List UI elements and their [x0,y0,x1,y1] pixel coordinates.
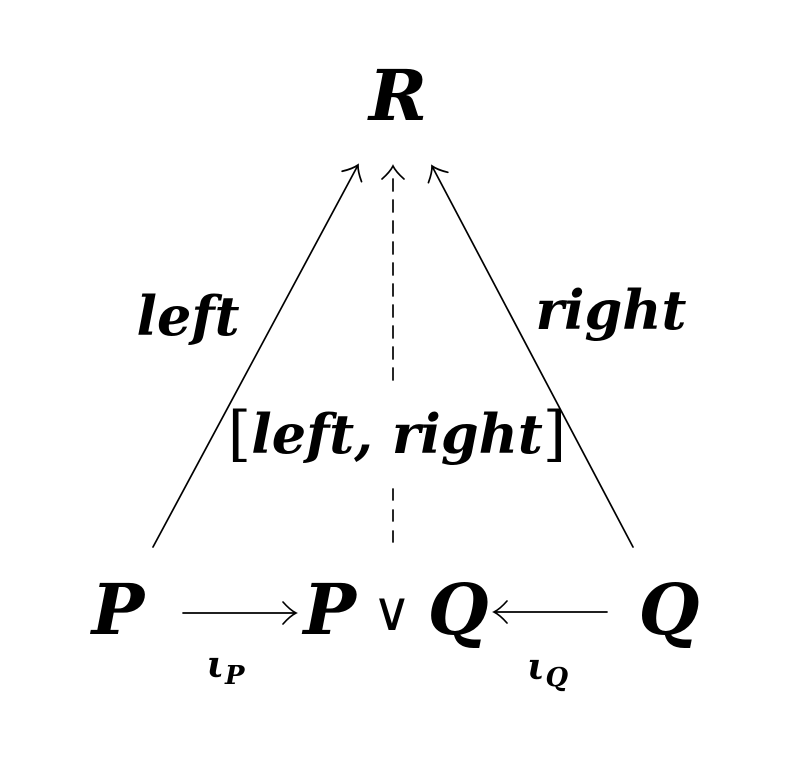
iota-q-subscript: Q [545,663,569,694]
edge-mediating-label: [left, right] [228,402,566,466]
edge-mediating-arrowhead [381,164,405,180]
edge-iota-q-arrowhead [492,600,508,624]
node-r: R [368,54,428,137]
edge-right-arrowhead [427,164,449,184]
edge-iota-p-arrowhead [282,601,298,625]
logical-or-symbol: ∨ [372,580,412,643]
edge-iota-p-label: ιP [206,644,245,689]
edge-left-arrowhead [341,163,363,183]
edge-iota-q-label: ιQ [527,646,568,691]
iota-p-symbol: ι [206,644,224,686]
mediating-open-bracket: [ [227,399,252,469]
edge-left-line [152,166,358,548]
mediating-label-body: left, right [251,402,543,466]
node-p-or-q-left-operand: P [303,568,357,651]
node-p: P [91,568,145,651]
node-p-or-q: P ∨ Q [303,575,488,645]
node-p-or-q-right-operand: Q [427,568,489,651]
node-q: Q [638,568,700,651]
edge-left-label: left [136,284,240,348]
mediating-close-bracket: ] [542,399,567,469]
iota-p-subscript: P [225,661,245,692]
edge-right-label: right [535,278,687,342]
iota-q-symbol: ι [527,646,545,688]
edge-right-line [432,167,634,548]
